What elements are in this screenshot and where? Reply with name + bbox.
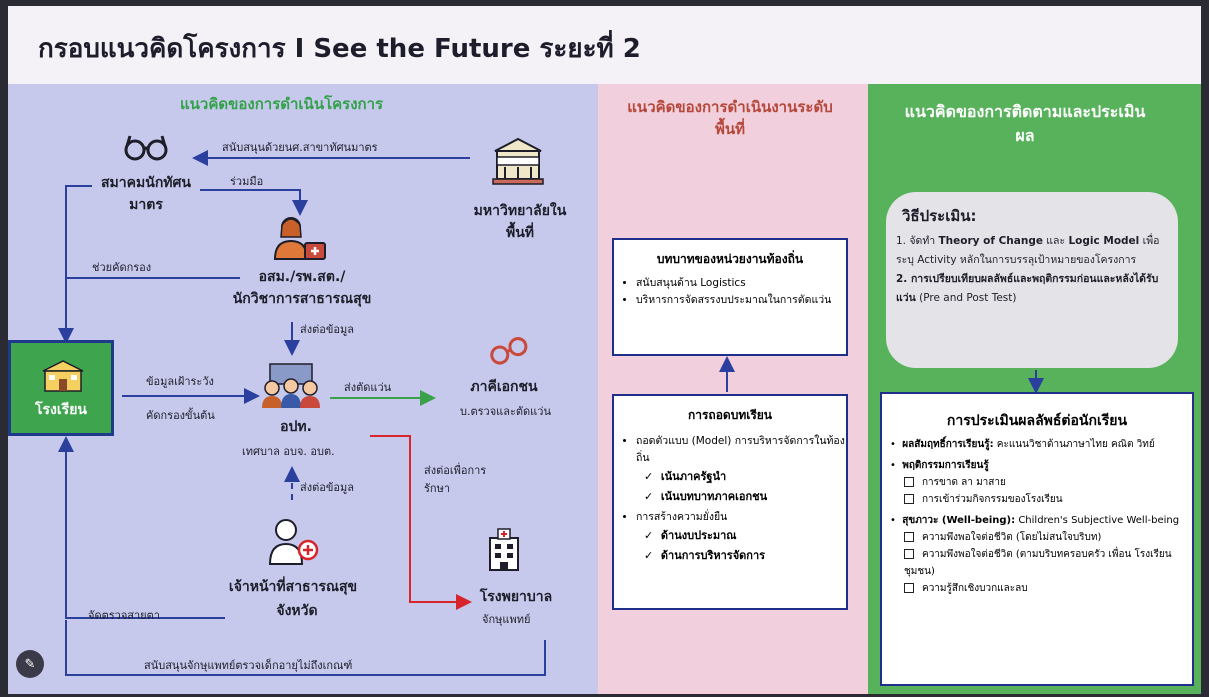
node-officer-line2: จังหวัด — [276, 603, 318, 619]
lessons-box: การถอดบทเรียน ถอดตัวแบบ (Model) การบริหา… — [612, 394, 848, 610]
check-label: ด้านการบริหารจัดการ — [660, 549, 766, 562]
doctor-icon — [262, 516, 322, 566]
wellbeing-item: ความพึงพอใจต่อชีวิต (โดยไม่สนใจบริบท) — [922, 532, 1102, 543]
checkbox-icon — [904, 532, 914, 542]
checkbox-icon — [904, 494, 914, 504]
wellbeing-item: ความรู้สึกเชิงบวกและลบ — [922, 583, 1028, 594]
node-vhv-line1: อสม./รพ.สต./ — [258, 269, 346, 285]
node-private: ภาคีเอกชน — [470, 379, 538, 395]
pencil-icon[interactable]: ✎ — [16, 650, 44, 678]
lessons-check: ✓ เน้นภาครัฐนำ — [644, 470, 727, 483]
method-p1-d: Logic Model — [1068, 235, 1140, 247]
label-eye-check: จัดตรวจสายตา — [88, 609, 160, 622]
lessons-title: การถอดบทเรียน — [687, 408, 773, 422]
lessons-check: ✓ ด้านงบประมาณ — [644, 529, 737, 542]
behavior-item: การเข้าร่วมกิจกรรมของโรงเรียน — [922, 494, 1063, 505]
method-p1-a: 1. จัดทำ — [896, 235, 939, 247]
method-p1-b: Theory of Change — [938, 235, 1043, 247]
learning-text: คะแนนวิชาด้านภาษาไทย คณิต วิทย์ — [993, 439, 1155, 450]
label-send-data2: ส่งต่อข้อมูล — [300, 481, 354, 494]
header-project: แนวคิดของการดำเนินโครงการ — [180, 95, 384, 113]
hospital-icon — [486, 528, 522, 572]
label-surveillance: ข้อมูลเฝ้าระวัง — [146, 375, 214, 388]
wellbeing-label: สุขภาวะ (Well-being): — [902, 515, 1016, 526]
label-glasses: ส่งตัดแว่น — [344, 381, 392, 394]
label-help-screen: ช่วยคัดกรอง — [92, 261, 152, 274]
node-private-sub: บ.ตรวจและตัดแว่น — [460, 405, 551, 418]
label-refer-treat: ส่งต่อเพื่อการรักษา — [424, 464, 487, 495]
node-school: โรงเรียน — [8, 340, 114, 436]
community-icon — [258, 362, 324, 408]
local-role-box: บทบาทของหน่วยงานท้องถิ่น สนับสนุนด้าน Lo… — [612, 238, 848, 356]
method-text: 1. จัดทำ Theory of Change และ Logic Mode… — [896, 232, 1172, 308]
lessons-item: การสร้างความยั่งยืน — [636, 509, 846, 526]
behavior-label: พฤติกรรมการเรียนรู้ — [902, 460, 989, 471]
wellbeing-item: ความพึงพอใจต่อชีวิต (ตามบริบทครอบครัว เพ… — [904, 549, 1172, 577]
eyeglasses-icon — [486, 332, 530, 366]
lessons-check: ✓ ด้านการบริหารจัดการ — [644, 549, 766, 562]
learning-label: ผลสัมฤทธิ์การเรียนรู้: — [902, 439, 994, 450]
health-worker-icon — [270, 212, 328, 262]
local-role-title: บทบาทของหน่วยงานท้องถิ่น — [656, 252, 804, 266]
header-area: แนวคิดของการดำเนินงานระดับพื้นที่ — [627, 98, 833, 138]
local-role-item: สนับสนุนด้าน Logistics — [636, 275, 846, 292]
node-lao-sub: เทศบาล อบจ. อบต. — [242, 445, 335, 458]
slide-title: กรอบแนวคิดโครงการ I See the Future ระยะท… — [38, 34, 641, 64]
evaluation-box: การประเมินผลลัพธ์ต่อนักเรียน • ผลสัมฤทธิ… — [880, 392, 1194, 686]
label-cooperate: ร่วมมือ — [230, 175, 264, 188]
method-p1-c: และ — [1042, 235, 1069, 247]
label-basic-screen: คัดกรองขั้นต้น — [146, 409, 215, 422]
node-university: มหาวิทยาลัยในพื้นที่ — [473, 203, 567, 241]
lessons-check: ✓ เน้นบทบาทภาคเอกชน — [644, 490, 768, 503]
check-label: ด้านงบประมาณ — [660, 529, 737, 542]
school-icon — [41, 359, 85, 393]
checkbox-icon — [904, 477, 914, 487]
check-label: เน้นบทบาทภาคเอกชน — [660, 490, 768, 503]
wellbeing-text: Children's Subjective Well-being — [1015, 515, 1180, 526]
method-p2-a: 2. การเปรียบเทียบผลลัพธ์และพฤติกรรมก่อนแ… — [896, 273, 1159, 304]
node-association: สมาคมนักทัศนมาตร — [101, 175, 191, 213]
node-hospital: โรงพยาบาล — [479, 589, 553, 605]
node-hospital-sub: จักษุแพทย์ — [482, 613, 531, 626]
node-lao: อปท. — [280, 419, 312, 435]
checkbox-icon — [904, 549, 914, 559]
evaluation-title: การประเมินผลลัพธ์ต่อนักเรียน — [946, 413, 1128, 429]
check-label: เน้นภาครัฐนำ — [660, 470, 727, 483]
method-title: วิธีประเมิน: — [902, 207, 977, 225]
label-support-optometry: สนับสนุนด้วยนศ.สาขาทัศนมาตร — [222, 141, 378, 154]
method-box: วิธีประเมิน: 1. จัดทำ Theory of Change แ… — [886, 192, 1178, 368]
node-vhv-line2: นักวิชาการสาธารณสุข — [232, 291, 372, 307]
behavior-item: การขาด ลา มาสาย — [922, 477, 1006, 488]
university-icon — [488, 134, 548, 188]
lessons-item: ถอดตัวแบบ (Model) การบริหารจัดการในท้องถ… — [636, 433, 846, 467]
header-monitoring: แนวคิดของการติดตามและประเมินผล — [904, 102, 1146, 145]
node-officer-line1: เจ้าหน้าที่สาธารณสุข — [228, 579, 358, 595]
glasses-icon — [124, 130, 168, 164]
method-p1-e: เพื่อระบุ Activity หลักในการบรรลุเป้าหมา… — [896, 235, 1160, 266]
node-school-label: โรงเรียน — [35, 402, 87, 418]
checkbox-icon — [904, 583, 914, 593]
evaluation-content: • ผลสัมฤทธิ์การเรียนรู้: คะแนนวิชาด้านภา… — [890, 439, 1180, 594]
label-support-ophth: สนับสนุนจักษุแพทย์ตรวจเด็กอายุไม่ถึงเกณฑ… — [144, 659, 353, 672]
method-p2-b: (Pre and Post Test) — [915, 292, 1017, 304]
local-role-item: บริหารการจัดสรรงบประมาณในการตัดแว่น — [636, 292, 846, 309]
label-send-data: ส่งต่อข้อมูล — [300, 323, 354, 336]
